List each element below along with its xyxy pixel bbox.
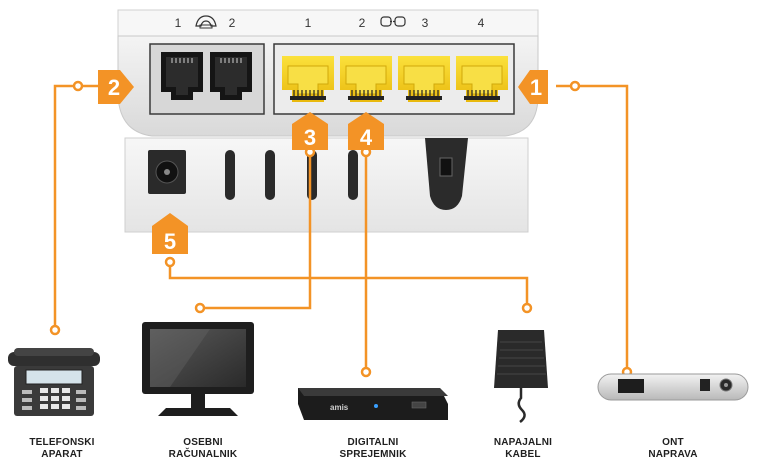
power-socket[interactable]	[148, 150, 186, 194]
telephone-icon	[8, 348, 100, 416]
svg-text:1: 1	[530, 75, 542, 100]
badge-5: 5	[152, 213, 188, 254]
endpoint-receiver	[360, 366, 372, 378]
digital-receiver-icon: amis	[298, 388, 448, 420]
rj11-port-2[interactable]	[210, 52, 252, 100]
svg-text:3: 3	[304, 125, 316, 150]
vent-slot-3	[307, 150, 317, 200]
rj11-port-1[interactable]	[161, 52, 203, 100]
phone-port-2-label: 2	[229, 16, 236, 30]
phone-port-1-label: 1	[175, 16, 182, 30]
label-telephone: TELEFONSKI APARAT	[29, 437, 95, 460]
lan-port-3-label: 3	[422, 16, 429, 30]
lan-port-4-label: 4	[478, 16, 485, 30]
line-computer	[200, 152, 312, 310]
endpoint-ont-top	[569, 80, 581, 92]
svg-text:2: 2	[108, 75, 120, 100]
router-device: 1 2 1 2 3 4	[117, 9, 539, 233]
label-ont: ONT NAPRAVA	[648, 437, 698, 460]
svg-text:5: 5	[164, 229, 176, 254]
receiver-brand-text: amis	[330, 403, 349, 412]
vent-slot-2	[265, 150, 275, 200]
lan-port-4[interactable]	[456, 56, 508, 102]
lan-port-2[interactable]	[340, 56, 392, 102]
computer-monitor-icon	[142, 322, 254, 416]
label-computer: OSEBNI RAČUNALNIK	[168, 437, 238, 460]
badge-3: 3	[292, 112, 328, 150]
endpoint-power	[521, 302, 533, 314]
line-ont	[556, 84, 629, 372]
lan-port-2-label: 2	[359, 16, 366, 30]
badge-4: 4	[348, 112, 384, 150]
phone-handset-icon	[195, 15, 217, 29]
endpoint-phone-top	[72, 80, 84, 92]
badge-1: 1	[518, 70, 548, 104]
label-power-cable: NAPAJALNI KABEL	[493, 437, 553, 460]
power-adapter-icon	[494, 330, 548, 423]
ont-fiber-port[interactable]	[425, 138, 468, 210]
line-power	[168, 262, 529, 308]
ont-device-icon	[597, 373, 749, 401]
badge-2: 2	[98, 70, 134, 104]
svg-text:4: 4	[360, 125, 373, 150]
lan-port-1[interactable]	[282, 56, 334, 102]
line-phone	[53, 84, 98, 330]
endpoint-computer	[194, 302, 206, 314]
lan-port-1-label: 1	[305, 16, 312, 30]
endpoint-phone	[49, 324, 61, 336]
connection-endpoints	[49, 80, 633, 378]
vent-slot-1	[225, 150, 235, 200]
router-top-strip	[117, 9, 539, 37]
link-chain-icon	[380, 16, 406, 27]
vent-slot-4	[348, 150, 358, 200]
lan-port-3[interactable]	[398, 56, 450, 102]
endpoint-power-top	[164, 256, 176, 268]
label-receiver: DIGITALNI SPREJEMNIK	[339, 437, 407, 460]
